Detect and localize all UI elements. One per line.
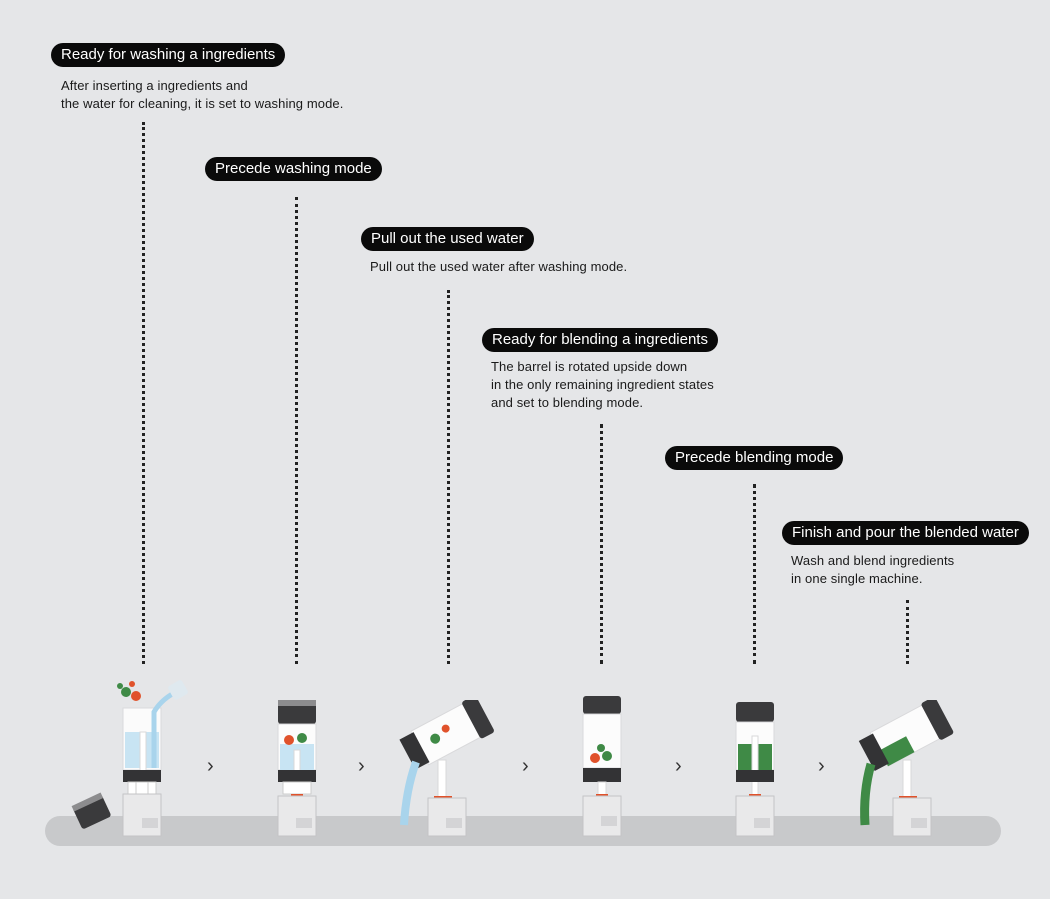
broccoli-icon — [297, 733, 307, 743]
next-arrow-icon: › — [207, 755, 214, 777]
step-1-desc-line: After inserting a ingredients and — [61, 78, 248, 93]
blender-machine-icon — [277, 700, 317, 837]
step-3-desc-line: Pull out the used water after washing mo… — [370, 259, 628, 274]
step-1-description: After inserting a ingredients and the wa… — [61, 77, 343, 113]
blender-machine-icon — [399, 700, 494, 837]
step-6-desc-line: Wash and blend ingredients — [791, 553, 955, 568]
blender-machine-icon — [735, 702, 775, 837]
broccoli-icon — [121, 687, 131, 697]
step-4-title: Ready for blending a ingredients — [482, 328, 718, 352]
blender-machine-icon — [71, 680, 188, 837]
next-arrow-icon: › — [522, 755, 529, 777]
step-3-connector — [447, 290, 450, 664]
base-track — [45, 816, 1001, 846]
next-arrow-icon: › — [818, 755, 825, 777]
next-arrow-icon: › — [358, 755, 365, 777]
step-2-connector — [295, 197, 298, 664]
strawberry-icon — [590, 753, 600, 763]
step-3-title: Pull out the used water — [361, 227, 534, 251]
step-4-desc-line: and set to blending mode. — [491, 395, 644, 410]
broccoli-icon — [602, 751, 612, 761]
step-5-connector — [753, 484, 756, 664]
step-6-connector — [906, 600, 909, 664]
cap-icon — [71, 792, 111, 829]
step-4-description: The barrel is rotated upside down in the… — [491, 358, 714, 412]
strawberry-icon — [441, 724, 450, 733]
strawberry-icon — [131, 691, 141, 701]
step-4-desc-line: in the only remaining ingredient states — [491, 377, 714, 392]
step-6-title: Finish and pour the blended water — [782, 521, 1029, 545]
step-6-desc-line: in one single machine. — [791, 571, 923, 586]
next-arrow-icon: › — [675, 755, 682, 777]
broccoli-icon — [430, 733, 441, 744]
step-4-connector — [600, 424, 603, 664]
blender-machine-icon — [582, 696, 622, 837]
step-5-title: Precede blending mode — [665, 446, 844, 470]
step-1-desc-line: the water for cleaning, it is set to was… — [61, 96, 344, 111]
step-6-description: Wash and blend ingredients in one single… — [791, 552, 954, 588]
step-1-connector — [142, 122, 145, 664]
step-3-description: Pull out the used water after washing mo… — [370, 258, 627, 276]
step-4-desc-line: The barrel is rotated upside down — [491, 359, 688, 374]
blender-machine-icon — [858, 700, 954, 837]
strawberry-icon — [284, 735, 294, 745]
step-2-title: Precede washing mode — [205, 157, 382, 181]
step-1-title: Ready for washing a ingredients — [51, 43, 286, 67]
